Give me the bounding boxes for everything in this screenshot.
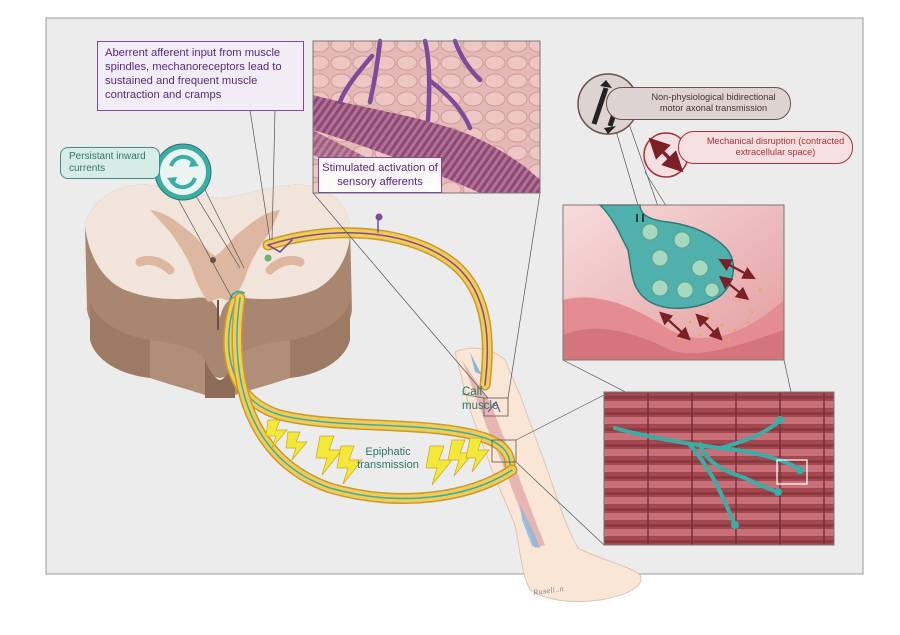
- epiphatic-transmission-label: Epiphatic transmission: [357, 446, 419, 471]
- neuromuscular-junction-inset: [562, 204, 785, 361]
- calf-inset-marker: [483, 397, 509, 417]
- nonphysiological-transmission-label: Non-physiological bidirectional motor ax…: [606, 87, 791, 120]
- lightning-icon: [265, 419, 490, 486]
- calf-muscle-label: Calf muscle: [462, 386, 499, 412]
- stimulated-afferents-label: Stimulated activation of sensory afferen…: [318, 157, 442, 193]
- nerve-fibers: [223, 213, 518, 504]
- muscle-fiber-inset: [603, 391, 835, 546]
- cycle-arrows-icon: [154, 143, 212, 201]
- spinal-cord: [85, 184, 352, 398]
- nerve-inset-marker: [491, 439, 517, 463]
- mechanical-disruption-label: Mechanical disruption (contracted extrac…: [678, 131, 853, 164]
- aberrent-afferent-label: Aberrent afferent input from muscle spin…: [97, 41, 304, 111]
- persistent-inward-currents-label: Persistant inward currents: [60, 147, 160, 179]
